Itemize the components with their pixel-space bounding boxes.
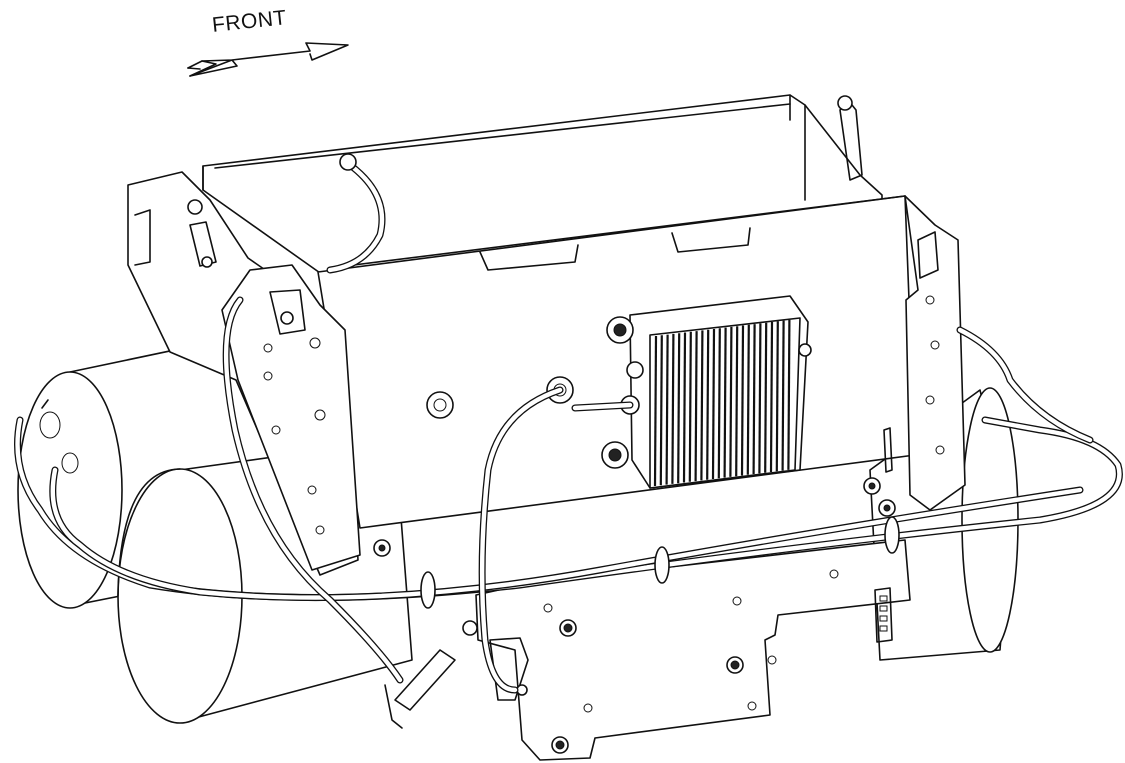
heat-sink-fin (706, 329, 710, 480)
heat-sink-fin (717, 328, 721, 479)
heat-sink-fin (740, 325, 745, 476)
lower-mounting-bracket (475, 539, 911, 761)
heat-sink-fin (682, 332, 687, 483)
heat-sink-fin (723, 327, 727, 478)
heat-sink-fin (711, 328, 716, 480)
heat-sink-fin (775, 321, 779, 472)
right-side-bracket (837, 95, 966, 511)
heat-sink-fin (764, 322, 768, 473)
heat-sink-fin (659, 335, 663, 486)
heat-sink-fin (671, 333, 675, 484)
clamps-and-fittings (339, 153, 900, 729)
heat-sink-fin (758, 323, 762, 474)
tubing (14, 161, 1123, 694)
heat-sink-fin (729, 326, 733, 477)
heat-sink-fin (653, 335, 658, 487)
front-left-plate (221, 264, 361, 571)
heat-sink-fin (688, 331, 692, 482)
heat-sink-fin (677, 333, 681, 484)
front-arrow (187, 42, 349, 77)
heat-sink-module (601, 295, 812, 489)
heat-sink-fin (665, 334, 669, 485)
heat-sink-fin (769, 321, 774, 473)
heat-sink-fin (694, 331, 698, 482)
heat-sink-fin (735, 326, 739, 477)
heat-sink-fin (787, 319, 791, 470)
heat-sink-fin (700, 330, 704, 481)
heat-sink-fin (746, 324, 750, 475)
heat-sink-fin (752, 324, 756, 475)
heat-sink-fin (781, 320, 785, 471)
